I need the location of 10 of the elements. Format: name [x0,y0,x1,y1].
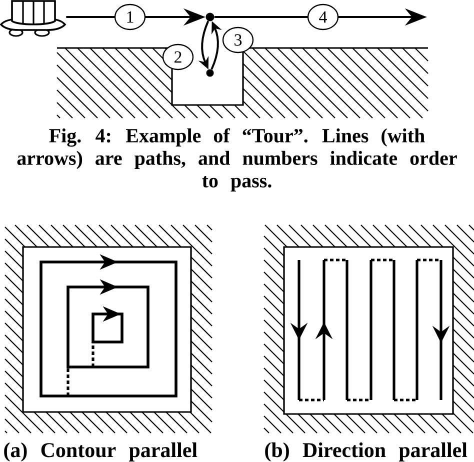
subfigure-caption: (b) Direction parallel [265,442,468,462]
robot-icon [0,0,66,37]
step-number: 3 [222,26,254,54]
subfigure-caption: (a) Contour parallel [4,442,198,462]
waypoint-dot [206,69,214,77]
step-number: 2 [162,44,194,70]
step-number: 1 [114,4,146,30]
step-number: 4 [307,4,339,30]
waypoint-dot [206,12,214,22]
figure-caption: Fig. 4: Example of “Tour”. Lines (with arrows) are paths, and numbers indicate order to pass. [17,128,457,192]
